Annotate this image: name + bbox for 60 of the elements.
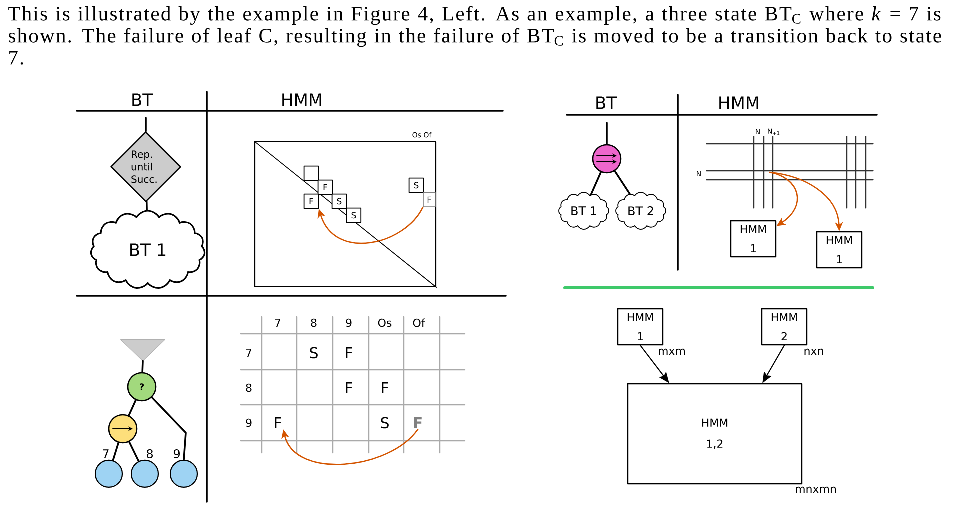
panel-heading: HMM <box>282 94 322 106</box>
leaf-number: 7 <box>103 450 109 458</box>
paragraph-text: This is illustrated by the example in Figure 4, Left. As an example, a three state BT$_{C}$ where k = 7 is shown. The failure of leaf C, resulting in the failure of BT$_{C}$ is moved to be a transition back to state 7. <box>8 6 942 65</box>
matrix-square: F <box>423 192 436 208</box>
panel-heading: BT <box>596 96 618 110</box>
size-label: mnxmn <box>796 486 836 494</box>
panel-heading: HMM <box>720 96 758 110</box>
outcome-letter: F <box>275 418 282 428</box>
outcome-letter: S <box>310 347 318 359</box>
column-heading: 8 <box>311 318 317 328</box>
size-label: mxm <box>659 348 686 356</box>
outcome-letter: F <box>346 348 352 358</box>
connector-line <box>112 442 120 462</box>
row-heading: 7 <box>246 348 252 357</box>
connector-line <box>151 396 187 461</box>
curved-arrow <box>318 206 424 244</box>
outcome-letter: S <box>381 417 389 429</box>
leaf-number: 8 <box>147 449 153 459</box>
model-box: HMM 1,2 <box>627 383 803 485</box>
sequence-circle <box>108 414 138 444</box>
connector-line <box>142 360 144 374</box>
leaf-circle <box>94 460 124 488</box>
leaf-number: 9 <box>174 449 180 459</box>
panel-heading: BT <box>132 94 154 106</box>
outcome-letter: F <box>346 382 352 394</box>
size-label: nxn <box>804 348 824 356</box>
row-heading: 9 <box>246 418 252 428</box>
model-box: HMM 1 <box>816 231 863 269</box>
subtree-cloud: BT 2 <box>616 192 666 230</box>
connector-line <box>606 122 608 146</box>
leaf-circle <box>130 460 160 488</box>
connector-line <box>145 117 147 132</box>
matrix-square: S <box>408 178 424 194</box>
connector-line <box>128 441 140 462</box>
curved-arrow <box>769 172 798 226</box>
connector-line <box>614 170 631 196</box>
parallel-circle <box>592 144 622 174</box>
matrix-box <box>254 141 437 288</box>
connector-line <box>146 200 148 212</box>
matrix-square <box>304 166 320 182</box>
curved-arrow <box>282 429 419 466</box>
outcome-letter: F <box>382 382 388 394</box>
column-heading: 9 <box>346 318 352 328</box>
parent-triangle <box>120 340 166 362</box>
connector-line <box>590 171 602 196</box>
matrix-square: F <box>304 194 320 210</box>
line-grid <box>706 136 874 209</box>
matrix-square: F <box>318 180 334 196</box>
row-heading: 8 <box>246 384 252 392</box>
column-heading: Os <box>378 318 392 328</box>
outcome-letter: F <box>414 418 422 428</box>
column-heading: 7 <box>275 318 281 327</box>
subtree-cloud: BT 1 <box>558 192 610 230</box>
matrix-square: S <box>332 194 348 210</box>
matrix-square: S <box>346 208 362 224</box>
subtree-cloud: BT 1 <box>90 210 206 289</box>
model-box: HMM 1 <box>730 220 777 258</box>
leaf-circle <box>170 460 198 488</box>
connector-line <box>128 399 137 417</box>
column-heading: Of <box>413 318 426 328</box>
